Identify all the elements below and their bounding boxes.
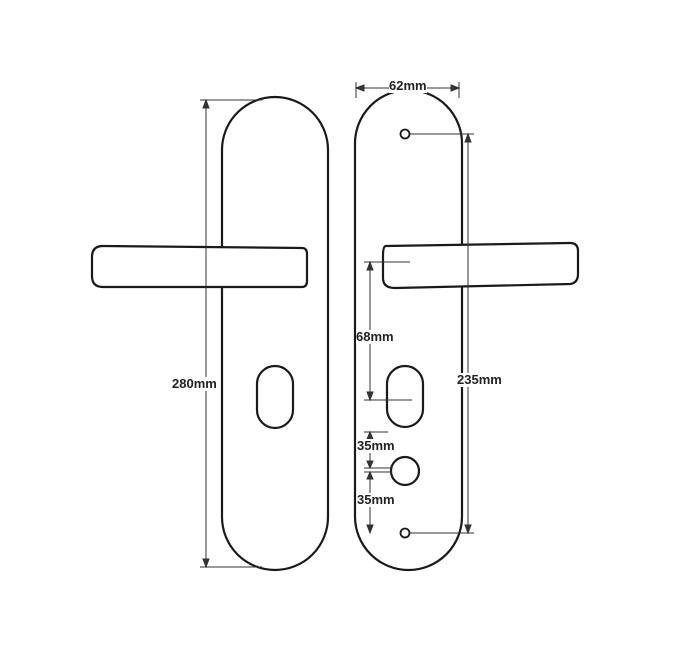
top-screw-hole	[399, 128, 411, 140]
screw-span-dimension-235	[410, 132, 474, 535]
back-spindle-hole	[389, 455, 421, 487]
front-lever-handle	[90, 244, 309, 289]
front-view	[90, 95, 330, 572]
hole-to-screw-label: 35mm	[357, 492, 395, 507]
bottom-screw-hole	[399, 527, 411, 539]
handle-to-keyhole-label: 68mm	[356, 329, 394, 344]
screw-span-label: 235mm	[457, 372, 502, 387]
front-backplate	[220, 95, 330, 572]
height-label: 280mm	[172, 376, 217, 391]
back-keyhole-slot	[385, 364, 425, 429]
front-keyhole-slot	[255, 364, 295, 430]
back-lever-handle	[381, 241, 580, 290]
keyhole-to-hole-label: 35mm	[357, 438, 395, 453]
height-dimension-280	[200, 98, 262, 569]
width-label: 62mm	[389, 78, 427, 93]
